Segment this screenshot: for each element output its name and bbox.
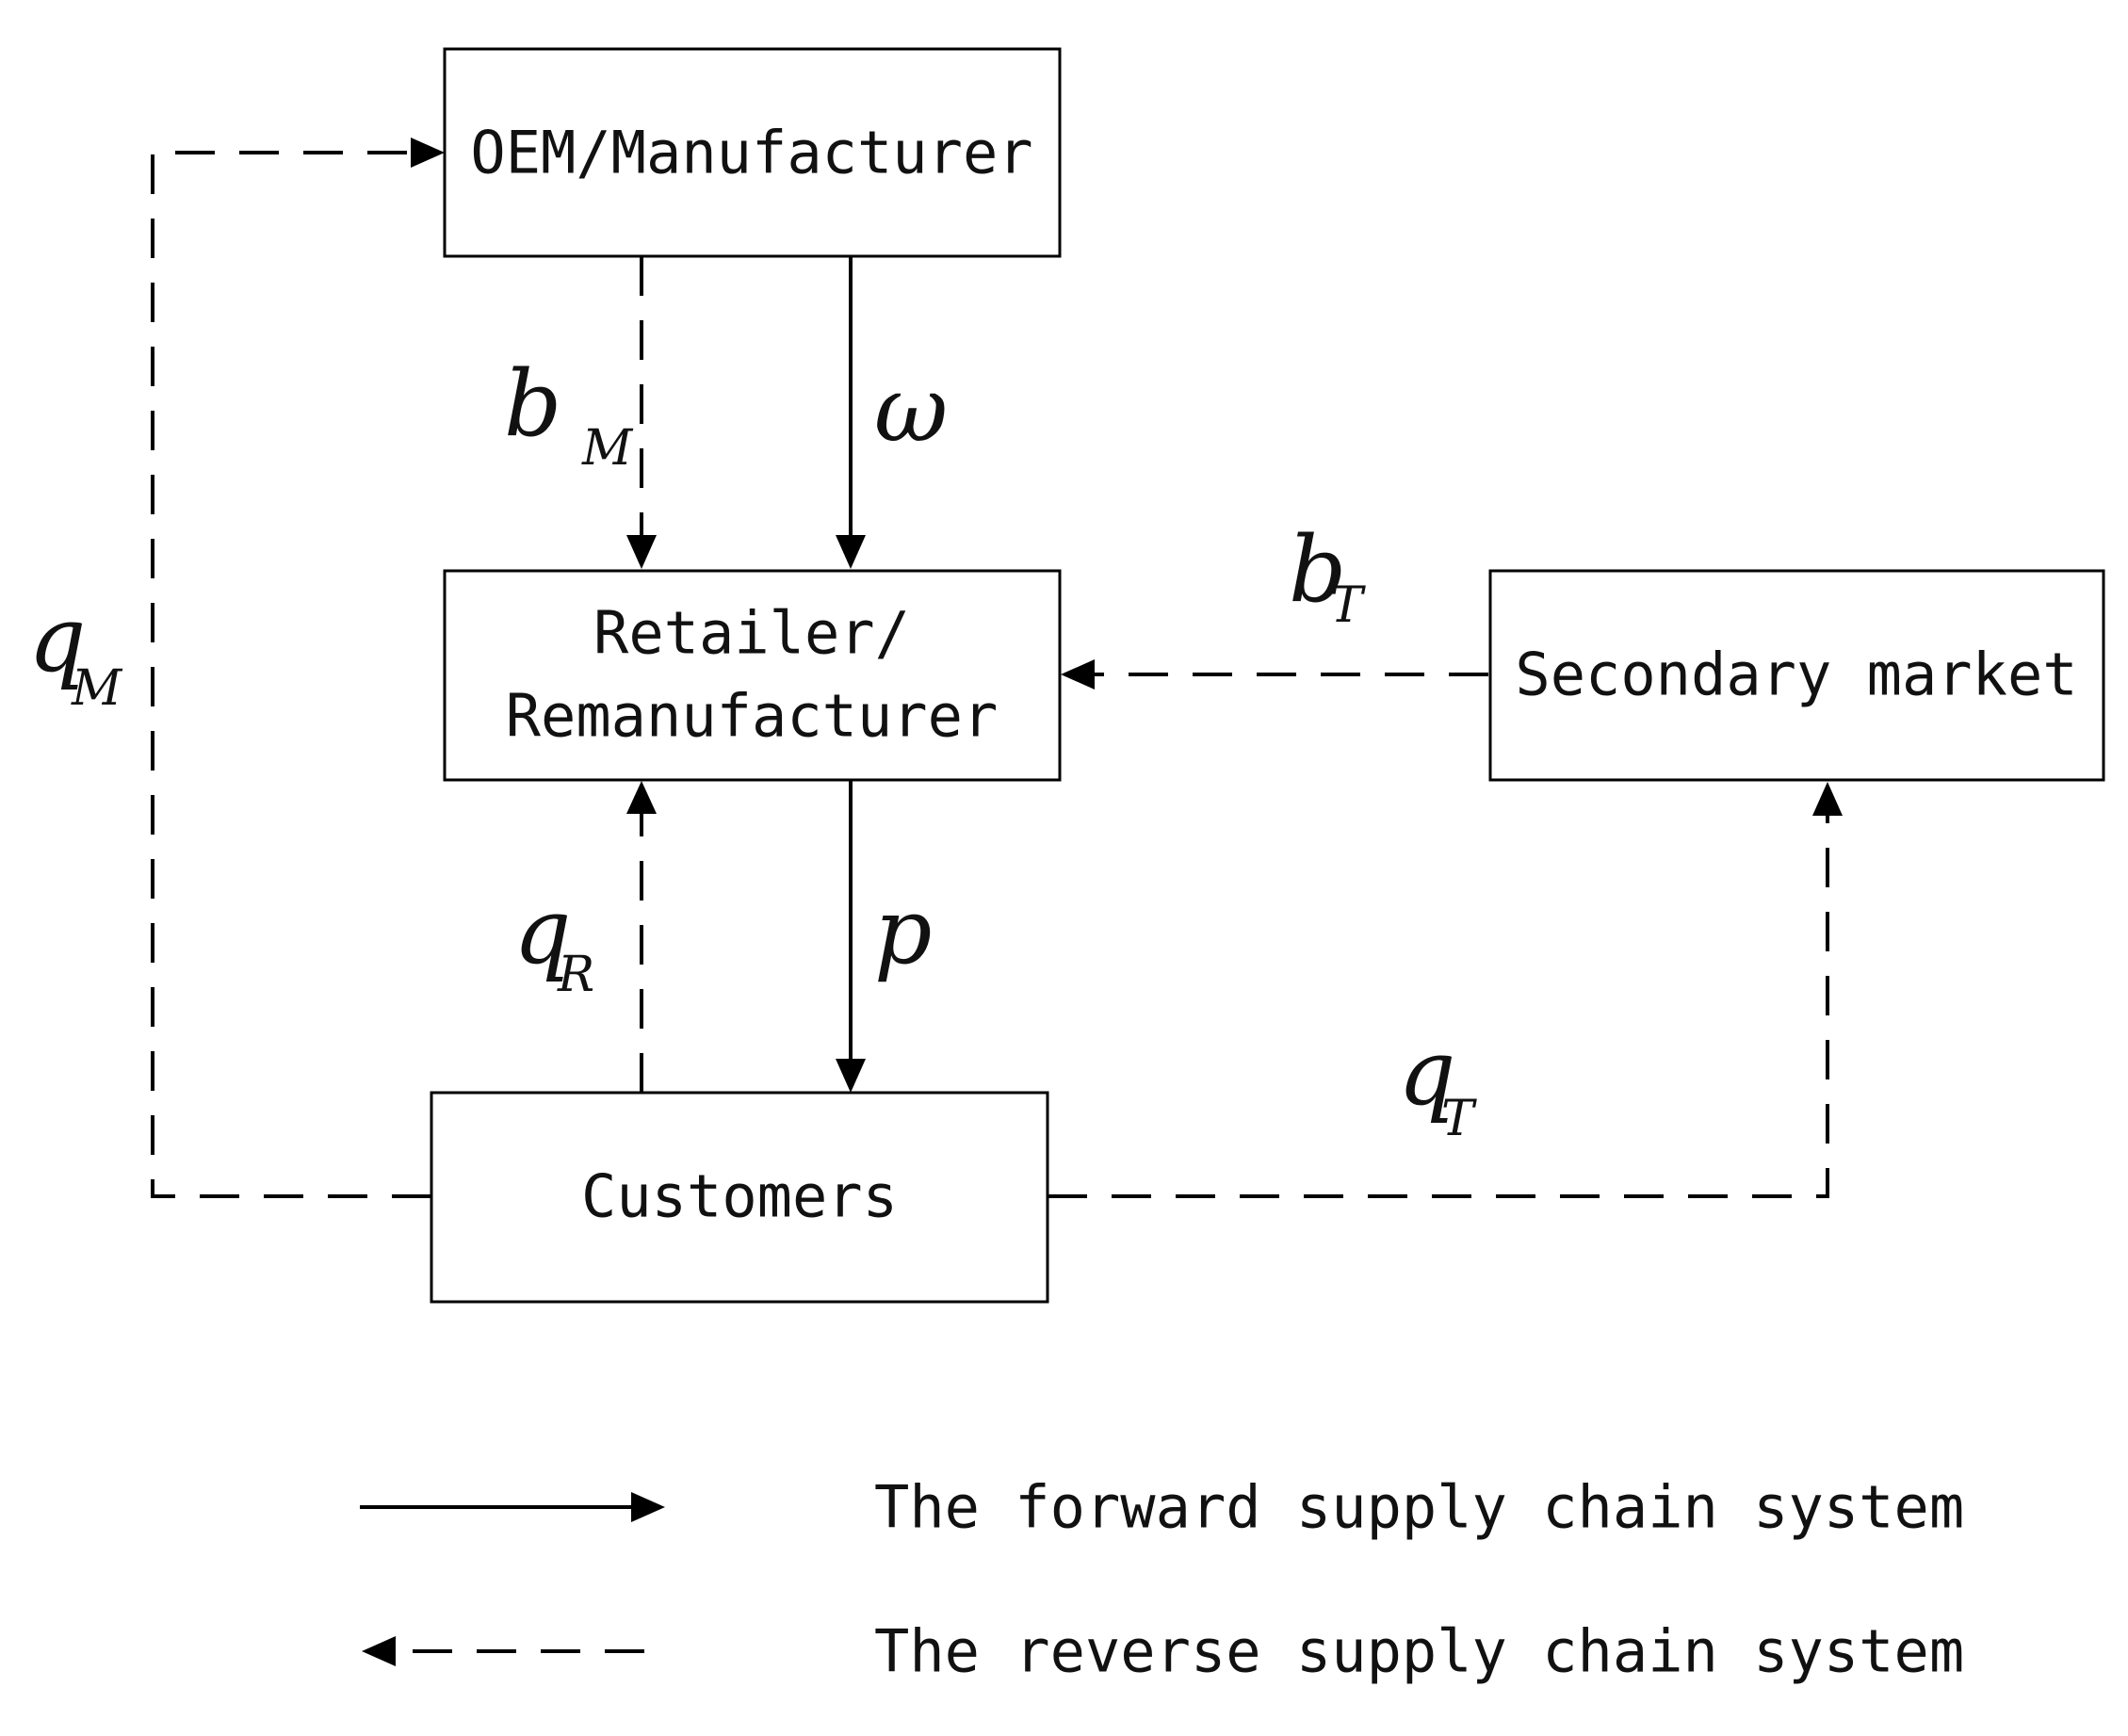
label-qM-subscript: M [71, 660, 123, 717]
label-qR: q R [513, 879, 594, 1003]
label-qT-subscript: T [1441, 1091, 1477, 1147]
label-qR-symbol: q [513, 879, 571, 984]
customers-node: Customers [430, 1091, 1049, 1304]
qR-flow-arrow [626, 781, 657, 1093]
label-bM: b M [504, 351, 634, 477]
label-bT: b T [1289, 517, 1366, 634]
legend-reverse-label: The reverse supply chain system [874, 1617, 1964, 1686]
label-bT-symbol: b [1289, 517, 1346, 623]
label-bM-subscript: M [581, 420, 634, 477]
label-qR-subscript: R [557, 947, 594, 1003]
retailer-label-line2: Remanufacturer [506, 682, 999, 751]
legend: The forward supply chain system The reve… [360, 1473, 1964, 1686]
p-flow-arrow [836, 781, 866, 1093]
label-bM-symbol: b [504, 351, 561, 457]
secondary-market-label: Secondary market [1515, 641, 2077, 709]
legend-reverse-arrow [362, 1636, 644, 1666]
retailer-remanufacturer-node: Retailer/ Remanufacturer [443, 569, 1062, 782]
label-qM-symbol: q [28, 587, 86, 692]
label-bT-subscript: T [1330, 577, 1366, 634]
bT-flow-arrow [1061, 659, 1488, 690]
label-qT-symbol: q [1398, 1020, 1455, 1126]
label-p: p [874, 879, 932, 984]
secondary-market-node: Secondary market [1488, 569, 2105, 782]
label-omega: ω [874, 357, 948, 462]
legend-forward-arrow [360, 1492, 665, 1522]
retailer-label-line1: Retailer/ [593, 599, 910, 668]
legend-forward-label: The forward supply chain system [874, 1473, 1964, 1542]
customers-label: Customers [581, 1162, 898, 1231]
label-qM: q M [28, 587, 123, 717]
omega-flow-arrow [836, 256, 866, 569]
bM-flow-arrow [626, 256, 657, 569]
oem-manufacturer-node: OEM/Manufacturer [443, 47, 1062, 258]
label-p-symbol: p [874, 879, 932, 984]
label-omega-symbol: ω [874, 357, 948, 462]
qT-flow-arrow [1048, 782, 1843, 1198]
oem-manufacturer-label: OEM/Manufacturer [470, 119, 1032, 187]
label-qT: q T [1398, 1020, 1477, 1147]
qM-flow-arrow [151, 138, 445, 1198]
